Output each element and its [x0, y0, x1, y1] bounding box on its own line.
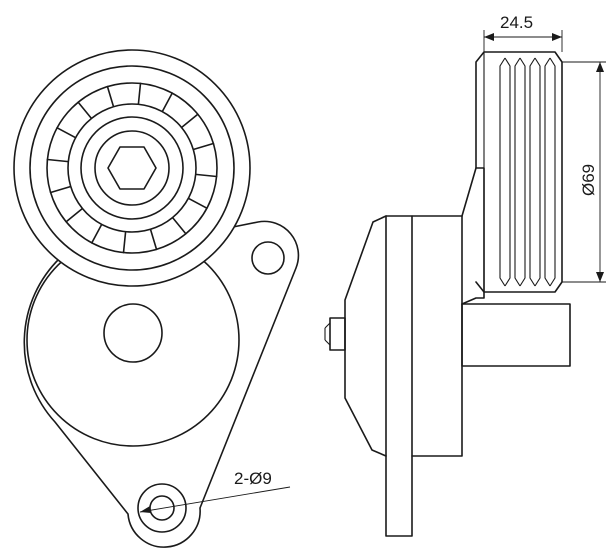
side-view: 24.5 Ø69 [324, 13, 606, 537]
pulley-bolt-washer [94, 130, 170, 206]
bracket-outline [23, 220, 300, 548]
pulley-side-profile [475, 51, 563, 293]
pulley-rib [49, 185, 72, 194]
base-side-rear [411, 215, 463, 457]
pulley-rib [106, 85, 115, 108]
base-center-boss [103, 303, 163, 363]
pulley-hub-ring [80, 116, 184, 220]
hole-dim-leader [139, 486, 291, 513]
pulley-hub-outer [67, 103, 197, 233]
pulley-rib [161, 92, 174, 113]
pulley-rib [122, 230, 127, 254]
locating-pin-tip [324, 322, 331, 329]
locating-pin-tip-c [324, 339, 331, 346]
hole-dim-label: 2-Ø9 [234, 469, 272, 488]
pulley-rib [180, 113, 199, 129]
pulley-rib [171, 216, 187, 235]
shaft-stub [461, 303, 571, 367]
pulley-rib [77, 101, 93, 120]
front-view: 2-Ø9 [13, 49, 300, 548]
pulley-rib [46, 158, 70, 163]
dia-dim-arrow-top [596, 62, 604, 72]
pulley-ribs [46, 82, 218, 254]
mount-hole-bottom-outer [137, 483, 187, 533]
width-dim-label: 24.5 [500, 13, 533, 32]
locating-pin [329, 317, 346, 351]
pulley-rib [194, 173, 218, 178]
pulley-grooves [499, 57, 556, 287]
pulley-rib [90, 223, 103, 244]
pulley-rim-inner [29, 65, 235, 271]
pulley-rib [187, 197, 208, 210]
dia-dim-arrow-bottom [596, 272, 604, 282]
pulley-neck [461, 167, 485, 305]
pulley-web-outer [46, 82, 218, 254]
mount-hole-top [251, 241, 285, 275]
pulley-rib [149, 228, 158, 251]
hex-bolt-head [107, 146, 157, 190]
width-dim-arrow-right [552, 33, 562, 41]
dia-dim-label: Ø69 [579, 164, 598, 196]
pulley-rib [192, 142, 215, 151]
hole-dim-arrow [140, 506, 151, 513]
pulley-rib [56, 126, 77, 139]
pulley-rib [65, 207, 84, 223]
width-dim-arrow-left [484, 33, 494, 41]
base-side-profile [344, 215, 387, 457]
pulley-rib [137, 82, 142, 106]
base-flange-side [385, 215, 413, 537]
